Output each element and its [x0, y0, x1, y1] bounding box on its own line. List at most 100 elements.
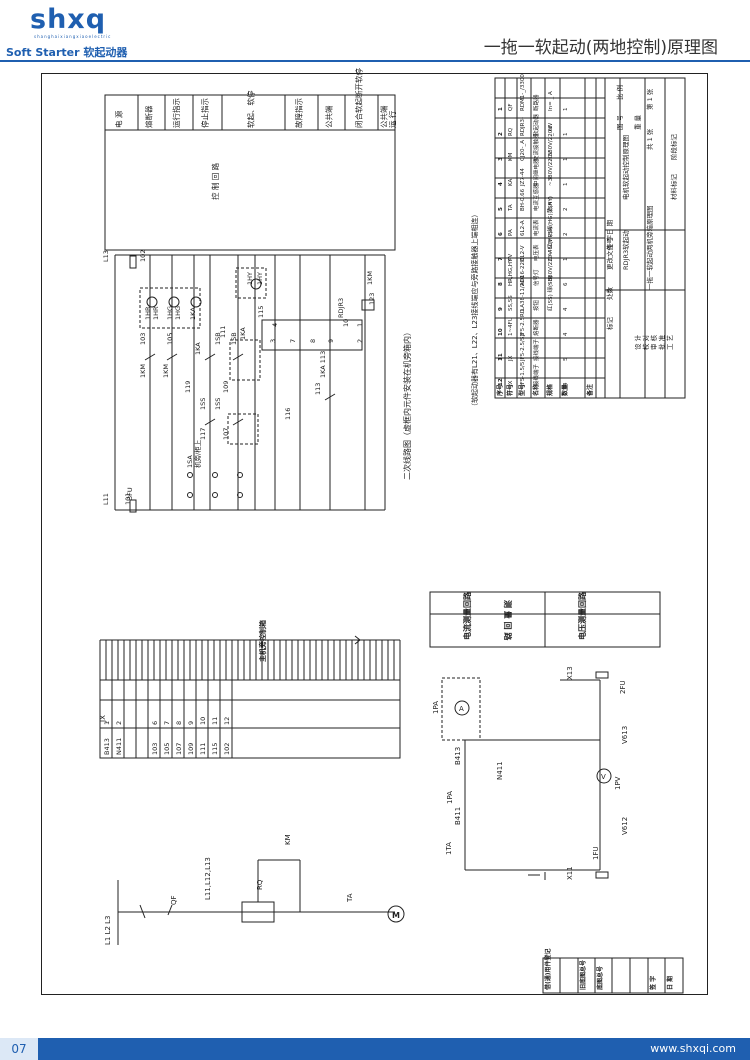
- part-label: RDJR3: [337, 298, 345, 318]
- bom-cell: KA: [508, 178, 514, 186]
- voltmeter-1PV: [596, 768, 612, 784]
- selector-contact-1: [212, 472, 218, 478]
- part-label: 1KA 113: [319, 351, 327, 378]
- motor: [387, 905, 405, 923]
- title-block-text: 标记: [605, 317, 614, 331]
- bom-cell: 1: [563, 133, 569, 137]
- part-label: 1HR: [152, 306, 160, 320]
- title-block-text: 处数: [605, 287, 614, 301]
- title-block-text: 电机软起动控制原理图: [621, 135, 630, 200]
- part-label: 1KM: [139, 364, 147, 378]
- revision-label: 借(通)用件登记: [544, 949, 552, 992]
- bom-header: 名称: [532, 384, 540, 396]
- header-divider: [0, 60, 750, 62]
- title-block-text: 工 艺: [666, 334, 674, 350]
- bom-cell: 4: [563, 382, 569, 386]
- bom-cell: 4: [563, 307, 569, 311]
- function-label: 公共端: [379, 105, 389, 128]
- bom-cell: 11: [498, 353, 504, 361]
- part-label: 3FU: [126, 487, 134, 500]
- measure-label: 1PA: [446, 791, 454, 804]
- title-block-text: 重 量: [634, 114, 642, 130]
- wire-label: L11: [102, 493, 110, 505]
- part-label: 1HY: [246, 272, 254, 285]
- arrow: [354, 635, 361, 641]
- bom-cell: 红(SS) 绿(SB): [546, 275, 554, 311]
- title-block-text: 材料标记: [669, 174, 678, 201]
- part-label: 1HY: [256, 272, 264, 285]
- page-number: 07: [0, 1038, 38, 1060]
- bom-cell: JF5-1.5/5: [520, 361, 526, 387]
- label-KM: KM: [284, 834, 292, 845]
- box-1SS: [227, 413, 259, 445]
- wire-label: 101: [124, 493, 132, 505]
- title-block-text: 签 字: [605, 234, 614, 250]
- wire-label: 105: [166, 333, 174, 345]
- terminal-label: 7: [289, 339, 297, 343]
- revision-label: 旧底图总号: [579, 960, 587, 990]
- bom-cell: 5: [498, 207, 504, 211]
- bom-cell: 1~4FU: [508, 317, 514, 336]
- bom-cell: 电压表: [532, 244, 540, 261]
- bom-cell: 信号灯: [532, 269, 540, 286]
- title-block-text: 审 核: [649, 334, 658, 350]
- selector-contact-2: [237, 472, 243, 478]
- terminal-label: 4: [271, 323, 279, 327]
- strip-wire: 115: [211, 743, 219, 755]
- wire-label: 117: [199, 428, 207, 440]
- revision-label: 签 字: [649, 976, 657, 991]
- bom-cell: TA: [508, 204, 514, 212]
- bom-cell: RDM1-_/3300: [520, 74, 526, 111]
- terminal-strip: [99, 679, 401, 759]
- title-block-text: 校 对: [641, 334, 650, 350]
- terminal-label: 10: [342, 319, 350, 327]
- strip-num: 7: [163, 721, 171, 725]
- part-label: 1KM: [366, 271, 374, 285]
- bom-cell: ~380V/220V: [548, 126, 554, 161]
- lamp-1HY: [250, 278, 262, 290]
- ammeter-1PA: [454, 700, 470, 716]
- label-TA: TA: [346, 893, 354, 903]
- strip-wire: 109: [187, 743, 195, 755]
- bom-cell: AD16-22D: [520, 258, 526, 286]
- bom-cell: 0~450V: [548, 238, 554, 261]
- bom-cell: 7: [498, 257, 504, 261]
- strip-num: 2: [115, 721, 123, 725]
- measure-label: N411: [496, 761, 504, 780]
- bom-cell: 1: [563, 158, 569, 162]
- bom-cell: JF5-2.5RD: [520, 309, 526, 337]
- function-label: 停止指示: [200, 98, 210, 128]
- logo-subtext: shanghaixiangxiaoelectric: [34, 34, 112, 39]
- bom-cell: HR,HG,HY: [508, 258, 514, 286]
- title-block-text: 阶段标记: [669, 134, 678, 161]
- bom-cell: JZ7-44: [520, 168, 526, 187]
- legend-current: 电流测量回路: [462, 591, 472, 640]
- bom-cell: KM: [508, 152, 514, 161]
- bom-cell: SS,SS: [508, 295, 514, 311]
- bom-cell: JF5-2.5/S3: [520, 333, 526, 362]
- bom-header: 型号: [518, 384, 526, 396]
- page-footer: 07 www.shxqi.com: [0, 1038, 750, 1060]
- footer-url[interactable]: www.shxqi.com: [650, 1042, 736, 1055]
- coil-1KM: [361, 299, 375, 311]
- function-label: 故障指示: [294, 98, 304, 128]
- part-label: 1KM: [162, 364, 170, 378]
- strip-num: 9: [187, 721, 195, 725]
- bom-cell: /5A: [548, 227, 554, 236]
- box-1HY: [235, 267, 267, 299]
- measure-label: V613: [621, 726, 629, 744]
- strip-wire: N411: [115, 738, 123, 755]
- bom-cell: 4: [498, 182, 504, 186]
- bom-header: 备注: [586, 384, 594, 397]
- bom-cell: 5: [563, 357, 569, 361]
- part-label: 1SB: [230, 332, 238, 345]
- measure-label: X11: [566, 866, 574, 880]
- function-label: 电 源: [114, 110, 124, 128]
- measure-label: V612: [621, 817, 629, 835]
- brand-logo: shxq shanghaixiangxiaoelectric: [30, 6, 112, 40]
- terminal-label: 9: [327, 339, 335, 343]
- bom-cell: 6: [563, 282, 569, 286]
- secondary-caption: 二次线路图（虚框内元件安装在机旁箱内）: [402, 328, 412, 480]
- bom-cell: 6L2-A: [520, 220, 526, 236]
